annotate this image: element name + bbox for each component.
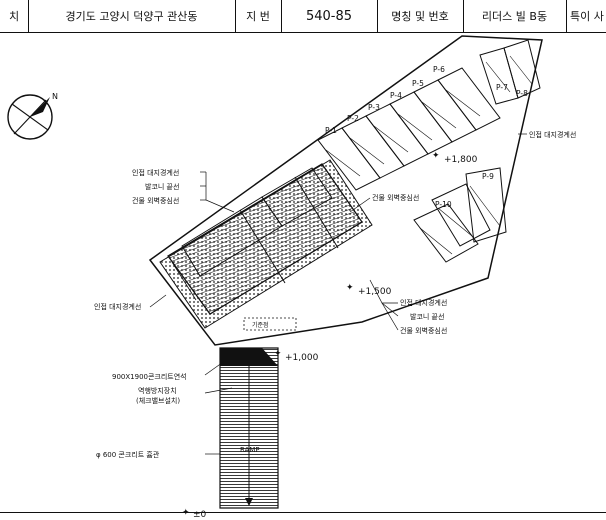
parking-label: P-2 — [347, 114, 359, 123]
parking-label: P-4 — [390, 91, 402, 100]
north-arrow-icon: N — [7, 92, 58, 140]
elevation-mark-icon: ✦ — [182, 508, 190, 518]
parking-label: P-5 — [412, 79, 424, 88]
elevation-mark-icon: ✦ — [274, 349, 282, 359]
small-note-label: 기준점 — [252, 321, 269, 329]
site-boundary — [148, 35, 543, 346]
site-plan-drawing: N P-1 P-2 P-3 P-4 P-5 — [7, 35, 576, 519]
svg-text:N: N — [52, 92, 58, 101]
note-check-valve: (체크밸브설치) — [136, 396, 180, 405]
parking-right-cluster — [413, 167, 507, 263]
header-address: 경기도 고양시 덕양구 관산동 — [28, 0, 236, 32]
header-lot-number: 540-85 — [281, 0, 378, 32]
header-cell-0: 치 — [0, 0, 29, 32]
parking-label: P-10 — [435, 200, 452, 209]
note-adjacent-boundary-tr: 인접 대지경계선 — [529, 130, 576, 139]
note-wall-center-mid: 건물 외벽중심선 — [372, 193, 419, 202]
parking-top-row — [317, 39, 541, 191]
note-balcony-end-r: 발코니 끝선 — [410, 312, 444, 321]
note-wall-center-r: 건물 외벽중심선 — [400, 326, 447, 335]
elevation-markers: ✦ +1,800 ✦ +1,500 ✦ +1,000 ✦ ±0 — [182, 151, 478, 519]
elevation-label: +1,500 — [358, 287, 392, 297]
parking-label: P-8 — [516, 89, 528, 98]
note-wall-center: 건물 외벽중심선 — [132, 196, 179, 205]
annotations: 인접 대지경계선 발코니 끝선 건물 외벽중심선 건물 외벽중심선 인접 대지경… — [94, 130, 576, 459]
elevation-label: ±0 — [193, 510, 207, 519]
note-adjacent-boundary-r: 인접 대지경계선 — [400, 298, 447, 307]
elevation-label: +1,000 — [285, 353, 319, 363]
note-curb: 900X1900콘크리트연석 — [112, 372, 187, 381]
elevation-mark-icon: ✦ — [346, 283, 354, 293]
header-building-name: 리더스 빌 B동 — [463, 0, 567, 32]
note-adjacent-boundary-left: 인접 대지경계선 — [94, 302, 141, 311]
header-name-label: 명칭 및 번호 — [377, 0, 464, 32]
note-backflow: 역행방지장치 — [138, 386, 177, 395]
elevation-mark-icon: ✦ — [432, 151, 440, 161]
note-adjacent-boundary: 인접 대지경계선 — [132, 168, 179, 177]
footer-border — [0, 512, 606, 520]
parking-label: P-9 — [482, 172, 494, 181]
note-balcony-end: 발코니 끝선 — [145, 182, 179, 191]
note-pipe: φ 600 콘크리트 흄관 — [96, 450, 160, 459]
ramp-label: RAMP — [240, 446, 260, 454]
parking-label: P-7 — [496, 83, 508, 92]
ramp: RAMP — [219, 347, 279, 509]
elevation-label: +1,800 — [444, 155, 478, 165]
parking-label: P-1 — [325, 126, 337, 135]
building-footprint — [159, 159, 373, 329]
parking-labels: P-1 P-2 P-3 P-4 P-5 P-6 P-7 P-8 P-9 P-10 — [325, 65, 528, 209]
header-lot-label: 지 번 — [235, 0, 282, 32]
parking-label: P-6 — [433, 65, 445, 74]
title-block-header: 치 경기도 고양시 덕양구 관산동 지 번 540-85 명칭 및 번호 리더스… — [0, 0, 606, 33]
parking-label: P-3 — [368, 103, 380, 112]
header-notes-label: 특이 사 — [570, 10, 604, 23]
